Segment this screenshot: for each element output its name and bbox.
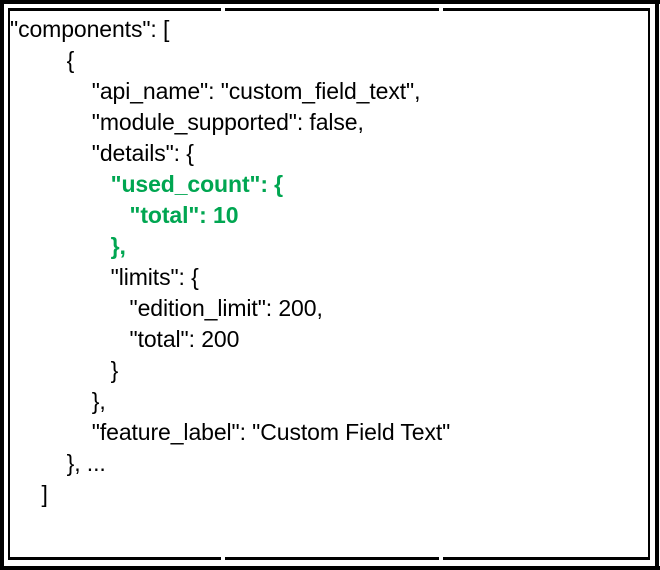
code-line: } — [10, 357, 119, 383]
code-line: "used_count": { — [10, 171, 284, 197]
code-line: ] — [10, 481, 48, 507]
border-inner-bottom-segment-2 — [225, 557, 439, 560]
border-inner-left — [8, 8, 10, 560]
code-line: "limits": { — [10, 264, 199, 290]
code-line: "edition_limit": 200, — [10, 295, 323, 321]
border-outer-bottom — [0, 566, 660, 570]
border-inner-bottom-segment-1 — [8, 557, 221, 560]
json-code-block: "components": [ { "api_name": "custom_fi… — [10, 14, 646, 510]
border-inner-top-segment-3 — [443, 8, 650, 11]
code-line: "details": { — [10, 140, 194, 166]
border-inner-bottom-segment-3 — [443, 557, 650, 560]
border-outer-right — [655, 0, 659, 570]
code-line: "total": 10 — [10, 202, 239, 228]
border-inner-right — [648, 8, 650, 560]
code-line: "module_supported": false, — [10, 109, 364, 135]
code-line: "api_name": "custom_field_text", — [10, 78, 421, 104]
code-line: "feature_label": "Custom Field Text" — [10, 419, 451, 445]
border-outer-top — [0, 0, 660, 4]
border-inner-top-segment-1 — [8, 8, 221, 11]
code-line: "components": [ — [10, 16, 170, 42]
code-line: }, — [10, 233, 126, 259]
code-line: { — [10, 47, 75, 73]
code-line: }, — [10, 388, 106, 414]
code-line: "total": 200 — [10, 326, 240, 352]
border-inner-top-segment-2 — [225, 8, 439, 11]
border-outer-left — [0, 0, 4, 570]
code-line: }, ... — [10, 450, 106, 476]
